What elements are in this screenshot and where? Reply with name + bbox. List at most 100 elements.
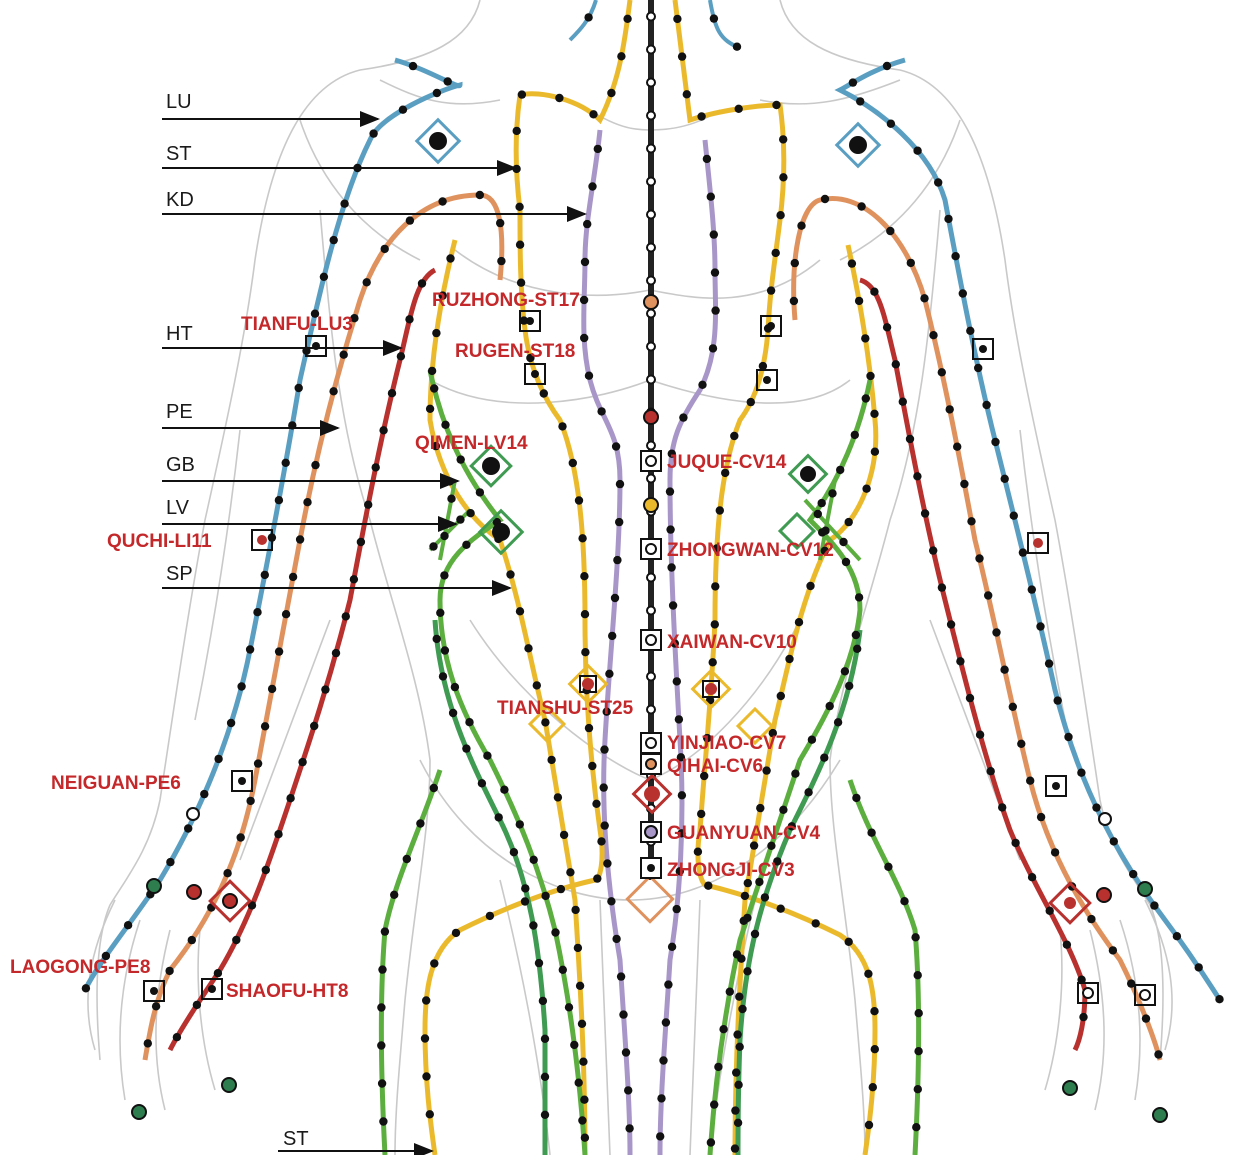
label-rugen: RUGEN-ST18 — [455, 341, 575, 362]
acupoint-dot — [380, 244, 389, 254]
acupoint-dot — [991, 437, 1000, 447]
acupoint-dot — [708, 658, 717, 667]
channel-labels: LU ST KD HT PE GB LV SP ST — [166, 91, 309, 1150]
acupoint-dot — [975, 730, 985, 739]
acupoint-dot — [429, 542, 438, 551]
acupoint-dot — [214, 754, 223, 764]
acupoint-dot — [706, 1138, 716, 1147]
acupoint-dot — [657, 1094, 666, 1103]
acupoint-dot — [497, 256, 506, 266]
acupoint-dot — [710, 620, 719, 629]
acupoint-dot — [350, 314, 359, 323]
acupoint-dot — [577, 1019, 587, 1028]
channel-label-st-lower: ST — [283, 1128, 309, 1150]
acupoint-dot — [617, 52, 626, 61]
acupoint-dot — [820, 546, 829, 555]
acupoint-dot — [580, 610, 590, 619]
acupoint-dot — [882, 323, 892, 332]
wrist-point-l — [186, 807, 200, 821]
acupoint-dot — [600, 745, 609, 754]
acupoint-dot — [380, 927, 390, 936]
acupoint-dot — [898, 397, 907, 406]
acupoint-dot — [603, 859, 612, 868]
acupoint-dot — [260, 722, 270, 731]
acupoint-dot — [298, 757, 307, 767]
acupoint-dot — [608, 631, 617, 641]
acupoint-dot — [580, 1133, 590, 1142]
acupoint-dot — [564, 1003, 574, 1012]
acupoint-dot — [984, 591, 993, 600]
acupoint-dot — [693, 847, 703, 856]
acupoint-dot — [436, 608, 445, 617]
acupoint-dot — [295, 535, 305, 544]
acupoint-dot — [958, 289, 967, 298]
acupoint-dot — [81, 984, 91, 993]
acupoint-dot — [465, 718, 474, 727]
diamond-marker-lower-left — [527, 704, 567, 744]
acupoint-dot — [574, 496, 584, 505]
acupoint-dot — [1027, 585, 1037, 594]
acupoint-dot — [854, 296, 864, 306]
acupoint-dot — [811, 919, 820, 928]
acupoint-dot — [852, 793, 861, 803]
acupoint-dot — [506, 570, 515, 579]
acupoint-dot — [853, 644, 862, 653]
acupoint-dot — [1000, 665, 1009, 674]
acupoint-dot — [615, 517, 624, 527]
acupoint-dot — [123, 921, 133, 930]
acupoint-dot — [732, 950, 742, 959]
acupoint-dot — [432, 88, 442, 98]
acupoint-dot — [787, 822, 796, 831]
acupoint-dot — [1109, 837, 1119, 846]
channel-label-st: ST — [166, 143, 192, 165]
label-tianshu: TIANSHU-ST25 — [497, 698, 634, 719]
acupoint-dot — [1027, 873, 1037, 882]
acupoint-dot — [1194, 963, 1203, 972]
acupoint-dot — [779, 805, 788, 814]
acupoint-dot — [804, 788, 813, 797]
acupoint-dot — [1050, 848, 1060, 857]
acupoint-dot — [856, 97, 865, 106]
acupoint-dot — [674, 715, 684, 724]
acupoint-dot — [538, 996, 548, 1006]
acupoint-dot — [294, 383, 303, 393]
acupoint-dot — [408, 61, 418, 71]
acupoint-dot — [1079, 1012, 1088, 1022]
diamond-marker-right-wrist — [1048, 881, 1092, 925]
acupoint-dot — [500, 785, 509, 794]
acupoint-dot — [319, 272, 329, 281]
label-guanyuan: GUANYUAN-CV4 — [667, 823, 821, 844]
acupoint-dot — [456, 455, 465, 464]
acupoint-dot — [405, 216, 415, 225]
acupoint-dot — [246, 796, 255, 806]
acupoint-dot — [762, 766, 771, 775]
acupoint-dot — [870, 409, 879, 418]
acupoint-dot — [512, 126, 521, 136]
acupoint-dot — [732, 1068, 741, 1077]
acupoint-dot — [756, 803, 765, 813]
acupoint-dot — [420, 1034, 430, 1043]
acupoint-dot — [708, 344, 718, 353]
acupoint-dot — [825, 701, 834, 711]
acupoint-dot — [998, 803, 1007, 812]
acupoint-dot — [446, 254, 455, 263]
acupoint-dot — [364, 500, 373, 509]
acupoint-dot — [475, 190, 484, 200]
acupoint-dot — [611, 442, 621, 451]
acupoint-dot — [773, 857, 782, 866]
acupoint-dot — [861, 394, 870, 403]
acupoint-dot — [237, 682, 246, 691]
acupoint-dot — [520, 897, 530, 906]
acupoint-dot — [579, 295, 589, 305]
acupoint-dot — [329, 387, 338, 396]
acupoint-dot — [667, 563, 676, 572]
acupoint-dot — [986, 767, 995, 776]
acupoint-dot — [975, 554, 984, 563]
label-neiguan: NEIGUAN-PE6 — [51, 773, 181, 794]
acupoint-dot — [779, 173, 788, 182]
acupoint-dot — [349, 575, 359, 584]
acupoint-dot — [462, 744, 471, 753]
acupoint-dot — [760, 893, 770, 902]
acupoint-dot — [767, 841, 776, 850]
acupoint-dot — [966, 326, 975, 335]
